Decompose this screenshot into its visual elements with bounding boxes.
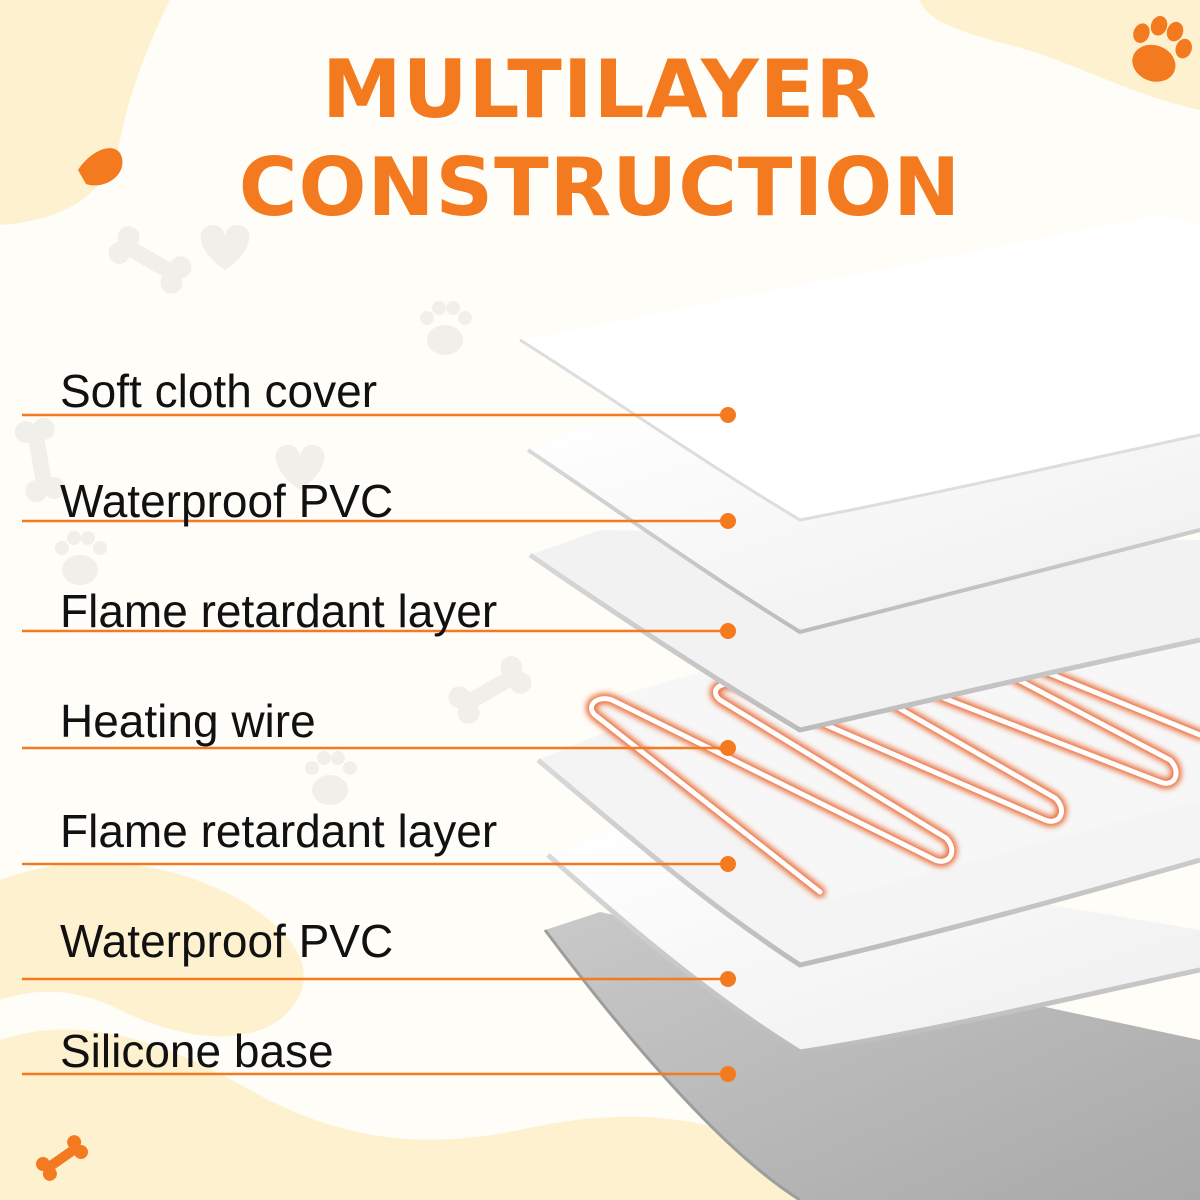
leader-lines (22, 407, 736, 1082)
leader-dot (720, 1066, 736, 1082)
layer-label: Soft cloth cover (60, 365, 378, 417)
layer-heating-wire (585, 640, 1200, 900)
leader-dot (720, 971, 736, 987)
layer-label: Flame retardant layer (60, 805, 498, 857)
layer-soft-cloth-cover (519, 215, 1200, 522)
layer-label: Silicone base (60, 1025, 334, 1077)
title-line-1: MULTILAYER (321, 43, 879, 136)
leader-dot (720, 856, 736, 872)
paw-icon (1132, 15, 1192, 82)
layer-label: Waterproof PVC (60, 475, 394, 527)
leader-dot (720, 623, 736, 639)
layer-label: Heating wire (60, 695, 316, 747)
bone-icon (35, 1135, 89, 1181)
paw-icon (305, 751, 357, 805)
layer-label: Flame retardant layer (60, 585, 498, 637)
heart-icon (275, 445, 325, 490)
paw-icon (420, 301, 472, 355)
ring-icon (78, 148, 123, 186)
background-pattern (14, 225, 532, 805)
heart-icon (200, 225, 250, 270)
bone-icon (14, 417, 66, 503)
layer-stack (519, 215, 1200, 1200)
bone-icon (108, 226, 192, 294)
leader-dot (720, 407, 736, 423)
layer-label: Waterproof PVC (60, 915, 394, 967)
paw-icon (55, 531, 107, 585)
bone-icon (448, 656, 532, 724)
leader-dot (720, 513, 736, 529)
leader-dot (720, 740, 736, 756)
layer-flame-retardant-upper (528, 530, 1200, 733)
title-line-2: CONSTRUCTION (238, 141, 962, 234)
